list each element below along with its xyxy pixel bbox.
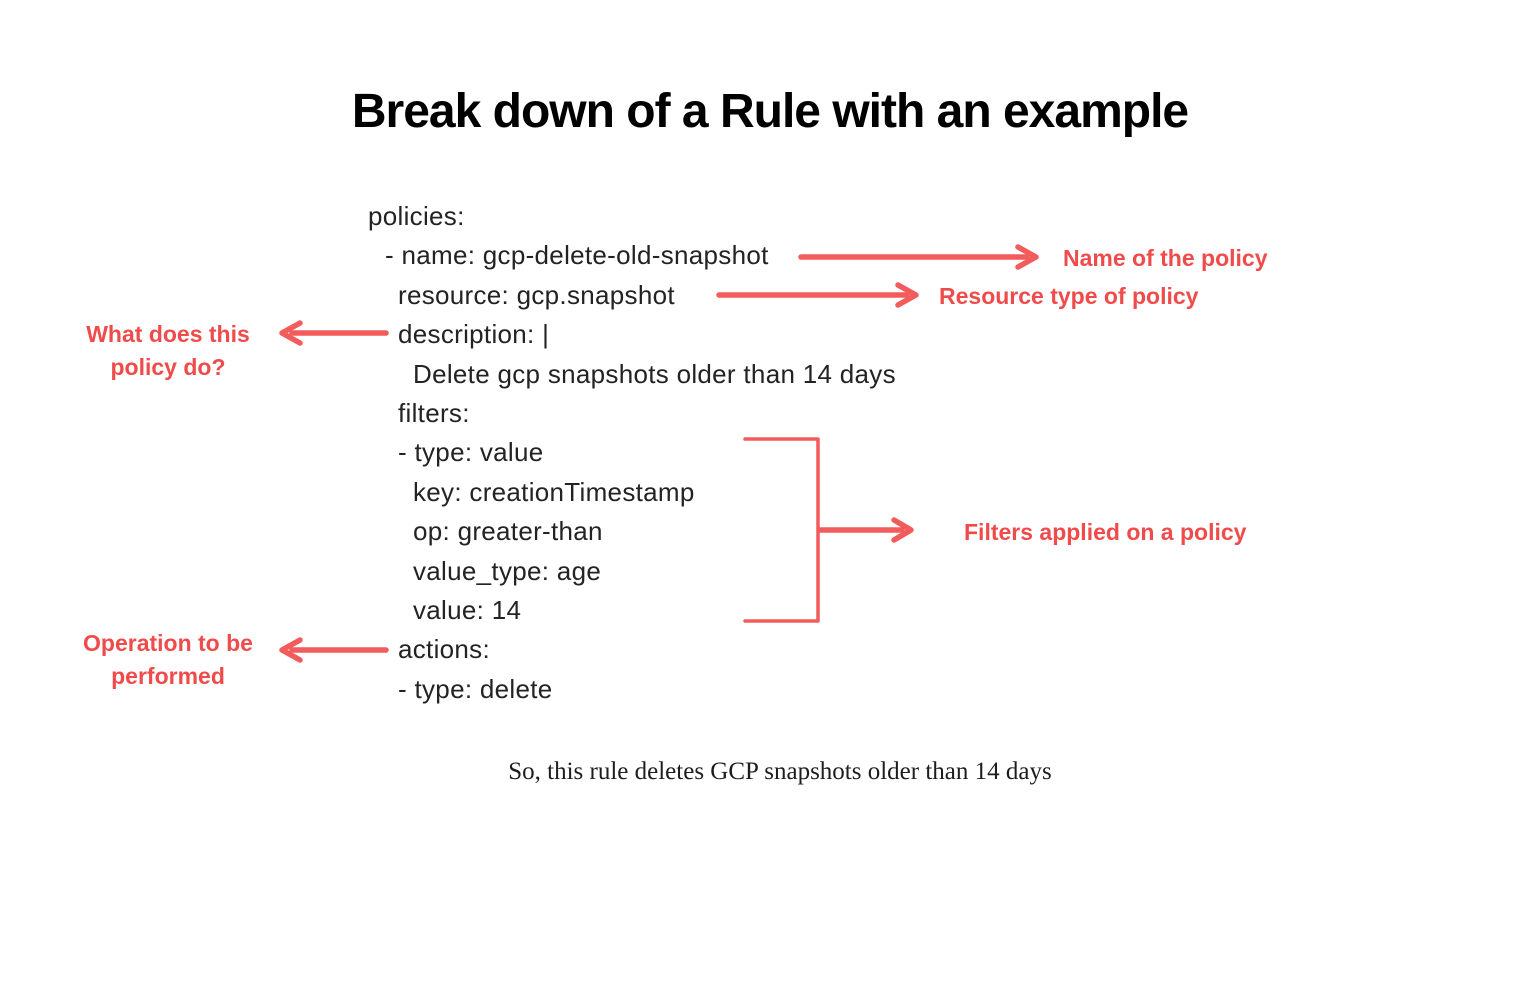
code-line-filter-value-type: value_type: age — [413, 555, 602, 586]
annotation-resource-type: Resource type of policy — [939, 283, 1199, 309]
code-line-action-type: - type: delete — [398, 673, 553, 704]
annotation-operation-performed: Operation to be performed — [83, 630, 253, 689]
code-line-filter-key: key: creationTimestamp — [413, 476, 695, 507]
code-line-name: - name: gcp-delete-old-snapshot — [385, 240, 769, 271]
code-line-actions: actions: — [398, 634, 491, 665]
code-line-description: description: | — [398, 319, 550, 350]
annotation-name-of-policy: Name of the policy — [1063, 245, 1268, 271]
code-line-policies: policies: — [368, 201, 465, 231]
code-line-resource: resource: gcp.snapshot — [398, 279, 675, 310]
page-title: Break down of a Rule with an example — [351, 85, 1189, 138]
annotation-filters-applied: Filters applied on a policy — [964, 519, 1247, 545]
yaml-code-block: policies: - name: gcp-delete-old-snapsho… — [368, 197, 896, 709]
annotation-what-does-policy-do: What does this policy do? — [86, 321, 250, 380]
code-line-description-body: Delete gcp snapshots older than 14 days — [413, 358, 896, 389]
code-line-filter-type: - type: value — [398, 437, 544, 468]
code-line-filters: filters: — [398, 397, 470, 428]
code-line-filter-op: op: greater-than — [413, 516, 603, 547]
summary-text: So, this rule deletes GCP snapshots olde… — [508, 758, 1052, 785]
code-line-filter-value: value: 14 — [413, 594, 522, 625]
